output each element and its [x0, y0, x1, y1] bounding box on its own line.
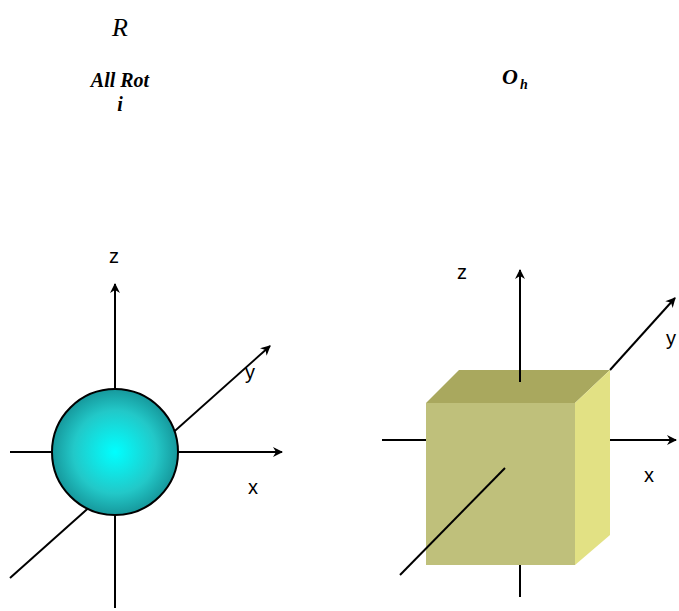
- axis-label: z: [457, 262, 467, 282]
- axis-label: x: [644, 465, 654, 485]
- sphere-axes: [10, 284, 282, 608]
- sphere: [52, 389, 178, 515]
- group-symbol: O: [502, 66, 518, 88]
- axis-label: y: [245, 362, 255, 382]
- axis-label: x: [248, 477, 258, 497]
- group-symbol: R: [112, 15, 128, 41]
- axis-label: y: [666, 328, 676, 348]
- cube: [426, 370, 610, 565]
- group-elements: All Rot: [91, 70, 149, 90]
- group-subscript: h: [520, 78, 528, 92]
- axis-label: z: [109, 246, 119, 266]
- cube-axes-back: [382, 298, 676, 597]
- group-elements: i: [117, 94, 123, 114]
- cube-axes-front: [400, 270, 520, 575]
